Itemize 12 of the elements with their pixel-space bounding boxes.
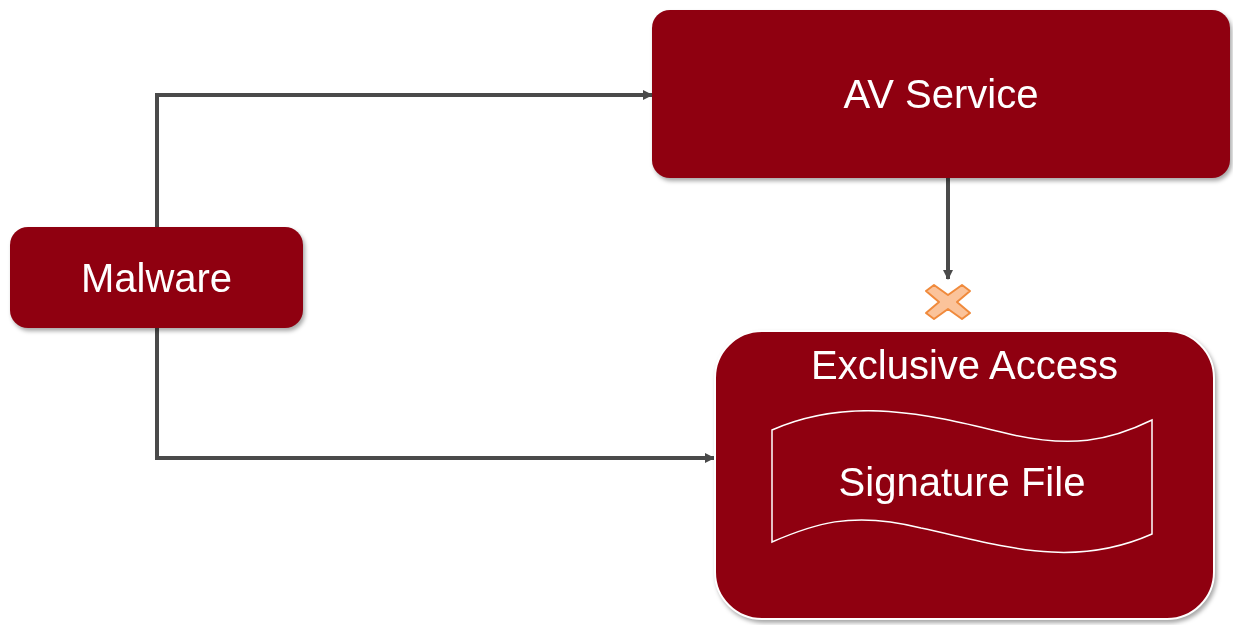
service-box (652, 10, 1230, 178)
node-label: Exclusive Access (811, 342, 1118, 389)
arrow (155, 328, 715, 463)
node-label: AV Service (843, 71, 1039, 118)
cross-icon (922, 283, 974, 321)
process-box (10, 227, 303, 328)
node-label: Malware (80, 254, 233, 302)
arrow (943, 178, 953, 280)
arrow (155, 90, 653, 227)
node-label: Signature File (838, 459, 1086, 506)
document-shape (771, 410, 1153, 554)
container-box (714, 330, 1215, 620)
